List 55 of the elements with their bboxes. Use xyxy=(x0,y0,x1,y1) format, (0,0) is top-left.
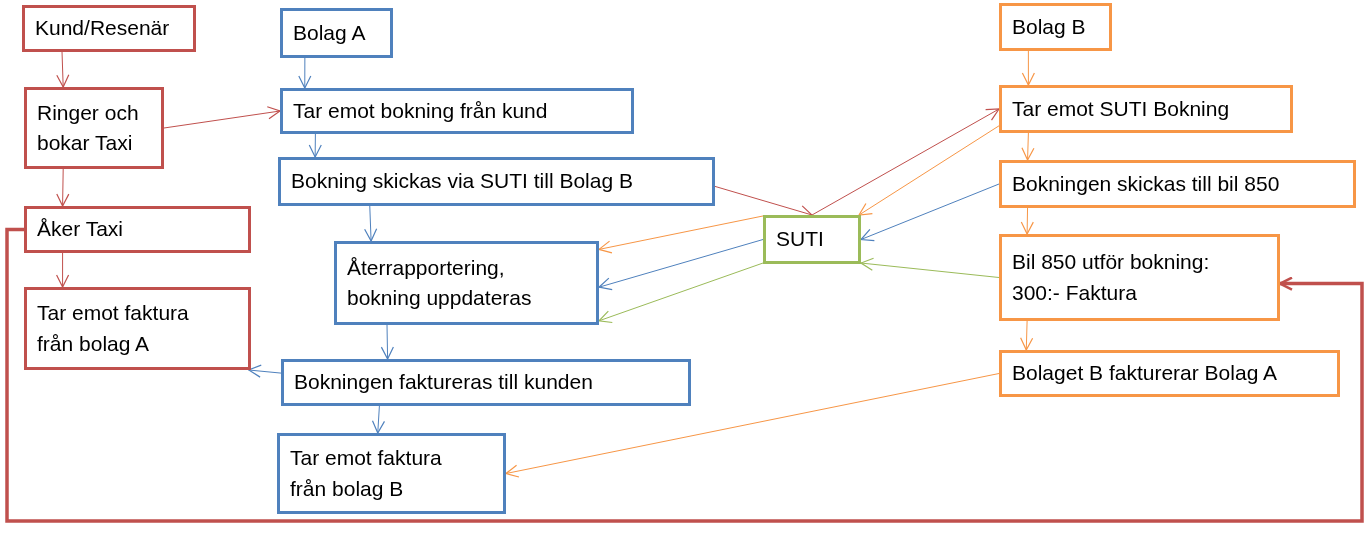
process-box xyxy=(22,5,196,52)
arrow xyxy=(1020,207,1034,235)
arrow xyxy=(308,133,322,158)
arrow xyxy=(364,205,378,242)
arrow xyxy=(56,168,70,207)
arrow xyxy=(858,125,1000,216)
arrow xyxy=(56,252,70,288)
process-box xyxy=(24,206,251,253)
process-box xyxy=(999,85,1293,133)
step-label: Bokning skickas via SUTI till Bolag B xyxy=(291,168,633,195)
step-label: Bil 850 utför bokning: 300:- Faktura xyxy=(1012,249,1211,306)
process-box xyxy=(999,234,1280,321)
process-box xyxy=(999,350,1340,397)
process-box xyxy=(277,433,506,514)
arrow xyxy=(298,57,312,89)
step-label: Återrapportering, bokning uppdateras xyxy=(347,254,533,311)
step-label: Tar emot bokning från kund xyxy=(293,97,548,124)
step-label: Bokningen faktureras till kunden xyxy=(294,369,593,396)
process-box xyxy=(763,215,861,264)
arrow xyxy=(505,373,1000,478)
process-box xyxy=(24,287,251,370)
step-label: Bokningen skickas till bil 850 xyxy=(1012,170,1280,197)
arrow xyxy=(248,364,282,378)
process-box xyxy=(999,3,1112,51)
process-box xyxy=(280,8,393,58)
process-box xyxy=(280,88,634,134)
arrow xyxy=(860,257,1000,278)
arrow xyxy=(380,324,394,360)
step-label: Tar emot faktura från bolag B xyxy=(290,445,443,502)
process-box xyxy=(281,359,691,406)
arrow xyxy=(56,51,70,88)
arrow xyxy=(811,108,1000,216)
arrow xyxy=(1020,320,1034,351)
arrow xyxy=(860,183,1000,242)
process-box xyxy=(334,241,599,325)
step-label: Bolaget B fakturerar Bolag A xyxy=(1012,360,1277,387)
process-box xyxy=(278,157,715,206)
step-label: Tar emot SUTI Bokning xyxy=(1012,95,1230,122)
arrow xyxy=(371,405,386,434)
arrow xyxy=(598,239,764,291)
arrow xyxy=(598,215,764,254)
step-label: SUTI xyxy=(776,226,824,253)
arrow xyxy=(5,227,1364,523)
process-box xyxy=(999,160,1356,208)
arrow xyxy=(1021,50,1035,86)
step-label: Kund/Resenär xyxy=(35,15,170,42)
step-label: Tar emot faktura från bolag A xyxy=(37,300,190,357)
step-label: Ringer och bokar Taxi xyxy=(37,99,140,156)
arrow xyxy=(1021,132,1035,161)
step-label: Åker Taxi xyxy=(37,216,123,243)
arrow xyxy=(598,262,764,324)
process-box xyxy=(24,87,164,169)
step-label: Bolag B xyxy=(1012,13,1086,40)
arrow xyxy=(163,106,281,129)
step-label: Bolag A xyxy=(293,19,366,46)
